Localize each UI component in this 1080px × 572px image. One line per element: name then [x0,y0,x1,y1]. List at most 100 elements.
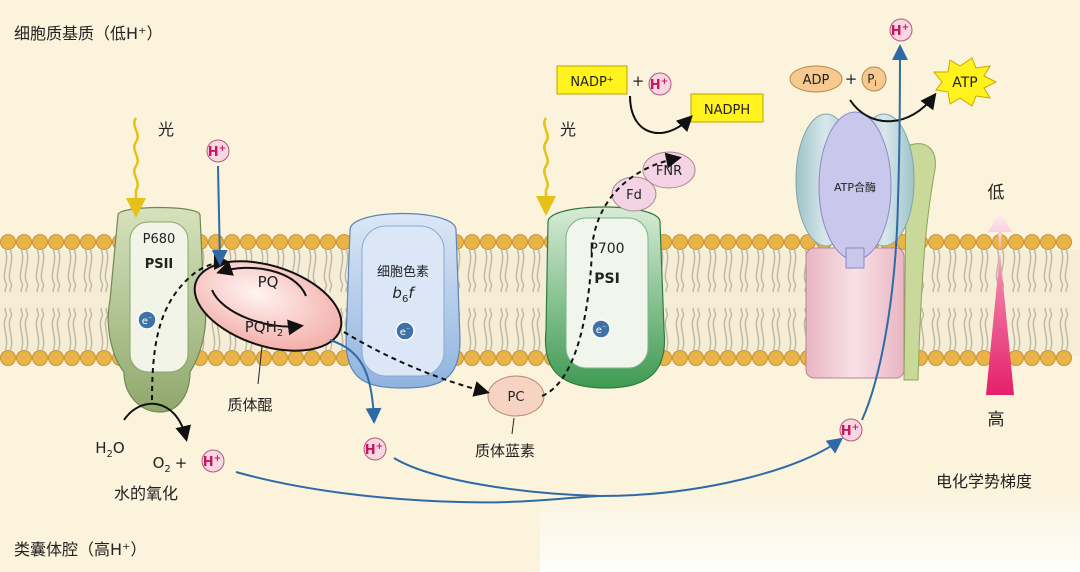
lipid-tail [771,249,776,293]
lipid-head [240,350,256,366]
pc-label: PC [508,390,525,405]
lipid-tail [499,307,504,351]
lipid-tail [739,249,744,293]
lipid-tail [467,249,472,293]
lipid-tail [536,249,541,293]
lipid-tail [104,307,109,351]
lipid-tail [696,307,701,351]
lipid-head [496,350,512,366]
lipid-tail [344,249,349,293]
lipid-head [1040,234,1056,250]
lipid-tail [51,307,56,351]
adp-label: ADP [803,73,830,88]
nadp-plus: + [632,72,645,90]
lipid-head [240,234,256,250]
lipid-tail [67,249,72,293]
proton-arrow-stroma-pq [211,165,228,266]
lipid-tail [675,249,680,293]
proton-arrow-atp-synthase [861,44,908,421]
lipid-tail [979,307,984,351]
svg-text:H+: H+ [650,77,668,93]
proton-arrow-pq-lumen [329,339,382,424]
lipid-tail [467,307,472,351]
nadp-label: NADP⁺ [570,75,613,90]
lipid-head [0,350,16,366]
lipid-head [1008,234,1024,250]
lipid-head [960,234,976,250]
lipid-tail [483,307,488,351]
cytochrome-formula: b6f [392,284,416,305]
lipid-tail [1064,249,1069,293]
lipid-tail [8,249,13,293]
lipid-tail [936,249,941,293]
lipid-head [928,234,944,250]
lipid-head [496,234,512,250]
lipid-tail [3,249,8,293]
nadp-reduction: NADP⁺ + NADPH [556,65,764,134]
gradient-label: 电化学势梯度 [936,472,1033,491]
lipid-tail [536,307,541,351]
lipid-head [208,234,224,250]
lipid-tail [776,249,781,293]
pi-label: Pi [867,72,876,88]
ferredoxin-fnr: Fd FNR [611,151,696,212]
lipid-tail [51,249,56,293]
lipid-tail [515,307,520,351]
fd-label: Fd [626,188,642,203]
lipid-head [96,234,112,250]
lipid-head [272,234,288,250]
lipid-tail [1048,249,1053,293]
atp-synthase: ATP合酶 [795,111,936,381]
lipid-head [0,234,16,250]
lipid-tail [792,249,797,293]
lipid-head [256,234,272,250]
cyt-formula-sub: 6 [402,294,408,305]
lipid-tail [83,249,88,293]
lipid-head [16,350,32,366]
lipid-tail [56,249,61,293]
lipid-tail [739,307,744,351]
lipid-tail [3,307,8,351]
lipid-tail [328,249,333,293]
lipid-tail [1016,249,1021,293]
lipid-tail [8,307,13,351]
psi-name: PSI [594,271,620,287]
lipid-head [464,234,480,250]
lipid-tail [1027,249,1032,293]
lipid-tail [504,307,509,351]
svg-text:e⁻: e⁻ [142,314,152,327]
psii-code: P680 [143,232,176,247]
lipid-tail [1059,249,1064,293]
pq-caption: 质体醌 [227,396,272,414]
lipid-head [64,234,80,250]
lipid-tail [35,307,40,351]
gradient-high-label: 高 [988,410,1005,430]
lipid-head [512,234,528,250]
lipid-tail [1011,249,1016,293]
lipid-head [784,234,800,250]
adp-plus: + [845,70,858,88]
lipid-tail [664,307,669,351]
lipid-head [304,350,320,366]
lipid-head [768,234,784,250]
lipid-tail [520,249,525,293]
atp-formation: ADP + Pi ATP [789,57,998,123]
lipid-tail [792,307,797,351]
proton-flow-water [235,471,601,504]
psii-name: PSII [145,257,174,272]
lipid-head [272,350,288,366]
proton-lumen-atp-synthase: H+ [839,418,863,442]
cytochrome-b6f: 细胞色素 b6f [345,212,461,389]
lipid-head [512,350,528,366]
photosystem-i: P700 PSI [544,206,666,389]
lipid-tail [680,249,685,293]
lipid-head [320,234,336,250]
electron-cytochrome: e⁻ [395,321,415,341]
lipid-head [960,350,976,366]
lipid-head [688,234,704,250]
proton-stroma-psii: H+ [206,139,230,163]
lipid-tail [664,249,669,293]
lipid-tail [920,307,925,351]
lipid-tail [1032,307,1037,351]
lipid-tail [728,307,733,351]
